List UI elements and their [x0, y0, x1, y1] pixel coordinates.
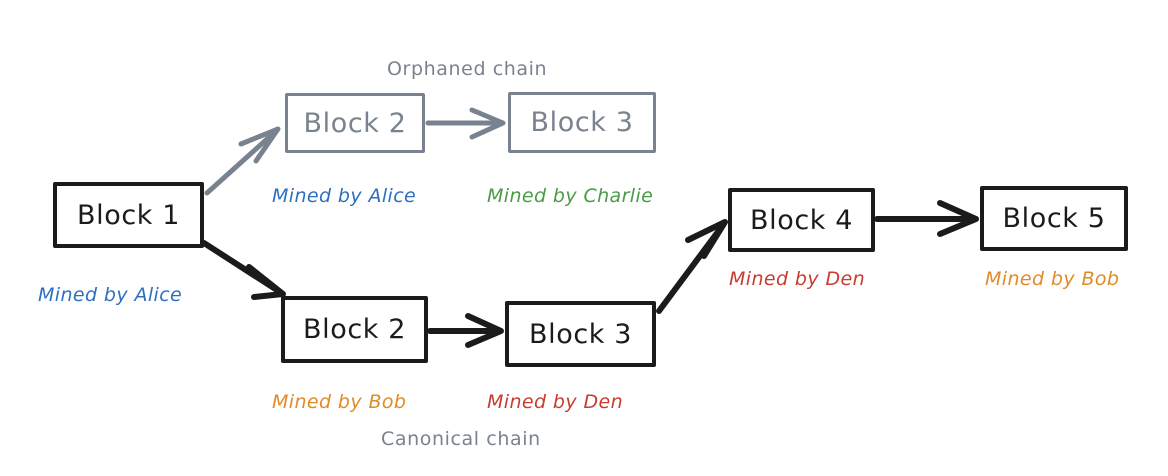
- block-title-canonical-block-3: Block 3: [529, 318, 632, 350]
- block-node-block-1[interactable]: Block 1: [53, 182, 204, 248]
- miner-label-canonical-block-5: Mined by Bob: [985, 268, 1120, 290]
- block-title-orphan-block-3: Block 3: [530, 107, 634, 138]
- arrow-canonical-block4-to-block5: [874, 200, 979, 237]
- arrow-canonical-block2-to-block3: [427, 313, 504, 348]
- block-node-canonical-block-2[interactable]: Block 2: [281, 296, 428, 363]
- arrow-block1-to-canonical-block2: [201, 240, 286, 300]
- block-node-orphan-block-2[interactable]: Block 2: [285, 93, 425, 153]
- block-title-orphan-block-2: Block 2: [303, 107, 407, 139]
- block-node-canonical-block-4[interactable]: Block 4: [728, 188, 875, 252]
- miner-label-canonical-block-3: Mined by Den: [487, 391, 624, 413]
- block-title-canonical-block-4: Block 4: [750, 204, 853, 236]
- miner-label-canonical-block-2: Mined by Bob: [272, 391, 407, 413]
- canonical-chain-label: Canonical chain: [381, 428, 541, 450]
- block-node-orphan-block-3[interactable]: Block 3: [508, 92, 656, 153]
- block-title-canonical-block-5: Block 5: [1002, 203, 1106, 234]
- arrow-canonical-block3-to-block4: [656, 219, 728, 314]
- miner-label-orphan-block-2: Mined by Alice: [272, 185, 417, 207]
- arrow-orphan-block2-to-orphan-block3: [425, 107, 506, 140]
- miner-label-canonical-block-4: Mined by Den: [729, 268, 866, 290]
- block-title-canonical-block-2: Block 2: [303, 314, 406, 345]
- orphaned-chain-label: Orphaned chain: [387, 58, 548, 80]
- block-node-canonical-block-3[interactable]: Block 3: [505, 301, 656, 367]
- miner-label-orphan-block-3: Mined by Charlie: [487, 185, 654, 207]
- arrow-block1-to-orphan-block2: [204, 126, 281, 196]
- block-node-canonical-block-5[interactable]: Block 5: [980, 186, 1128, 251]
- miner-label-block-1: Mined by Alice: [38, 284, 183, 306]
- block-title-block-1: Block 1: [77, 199, 180, 231]
